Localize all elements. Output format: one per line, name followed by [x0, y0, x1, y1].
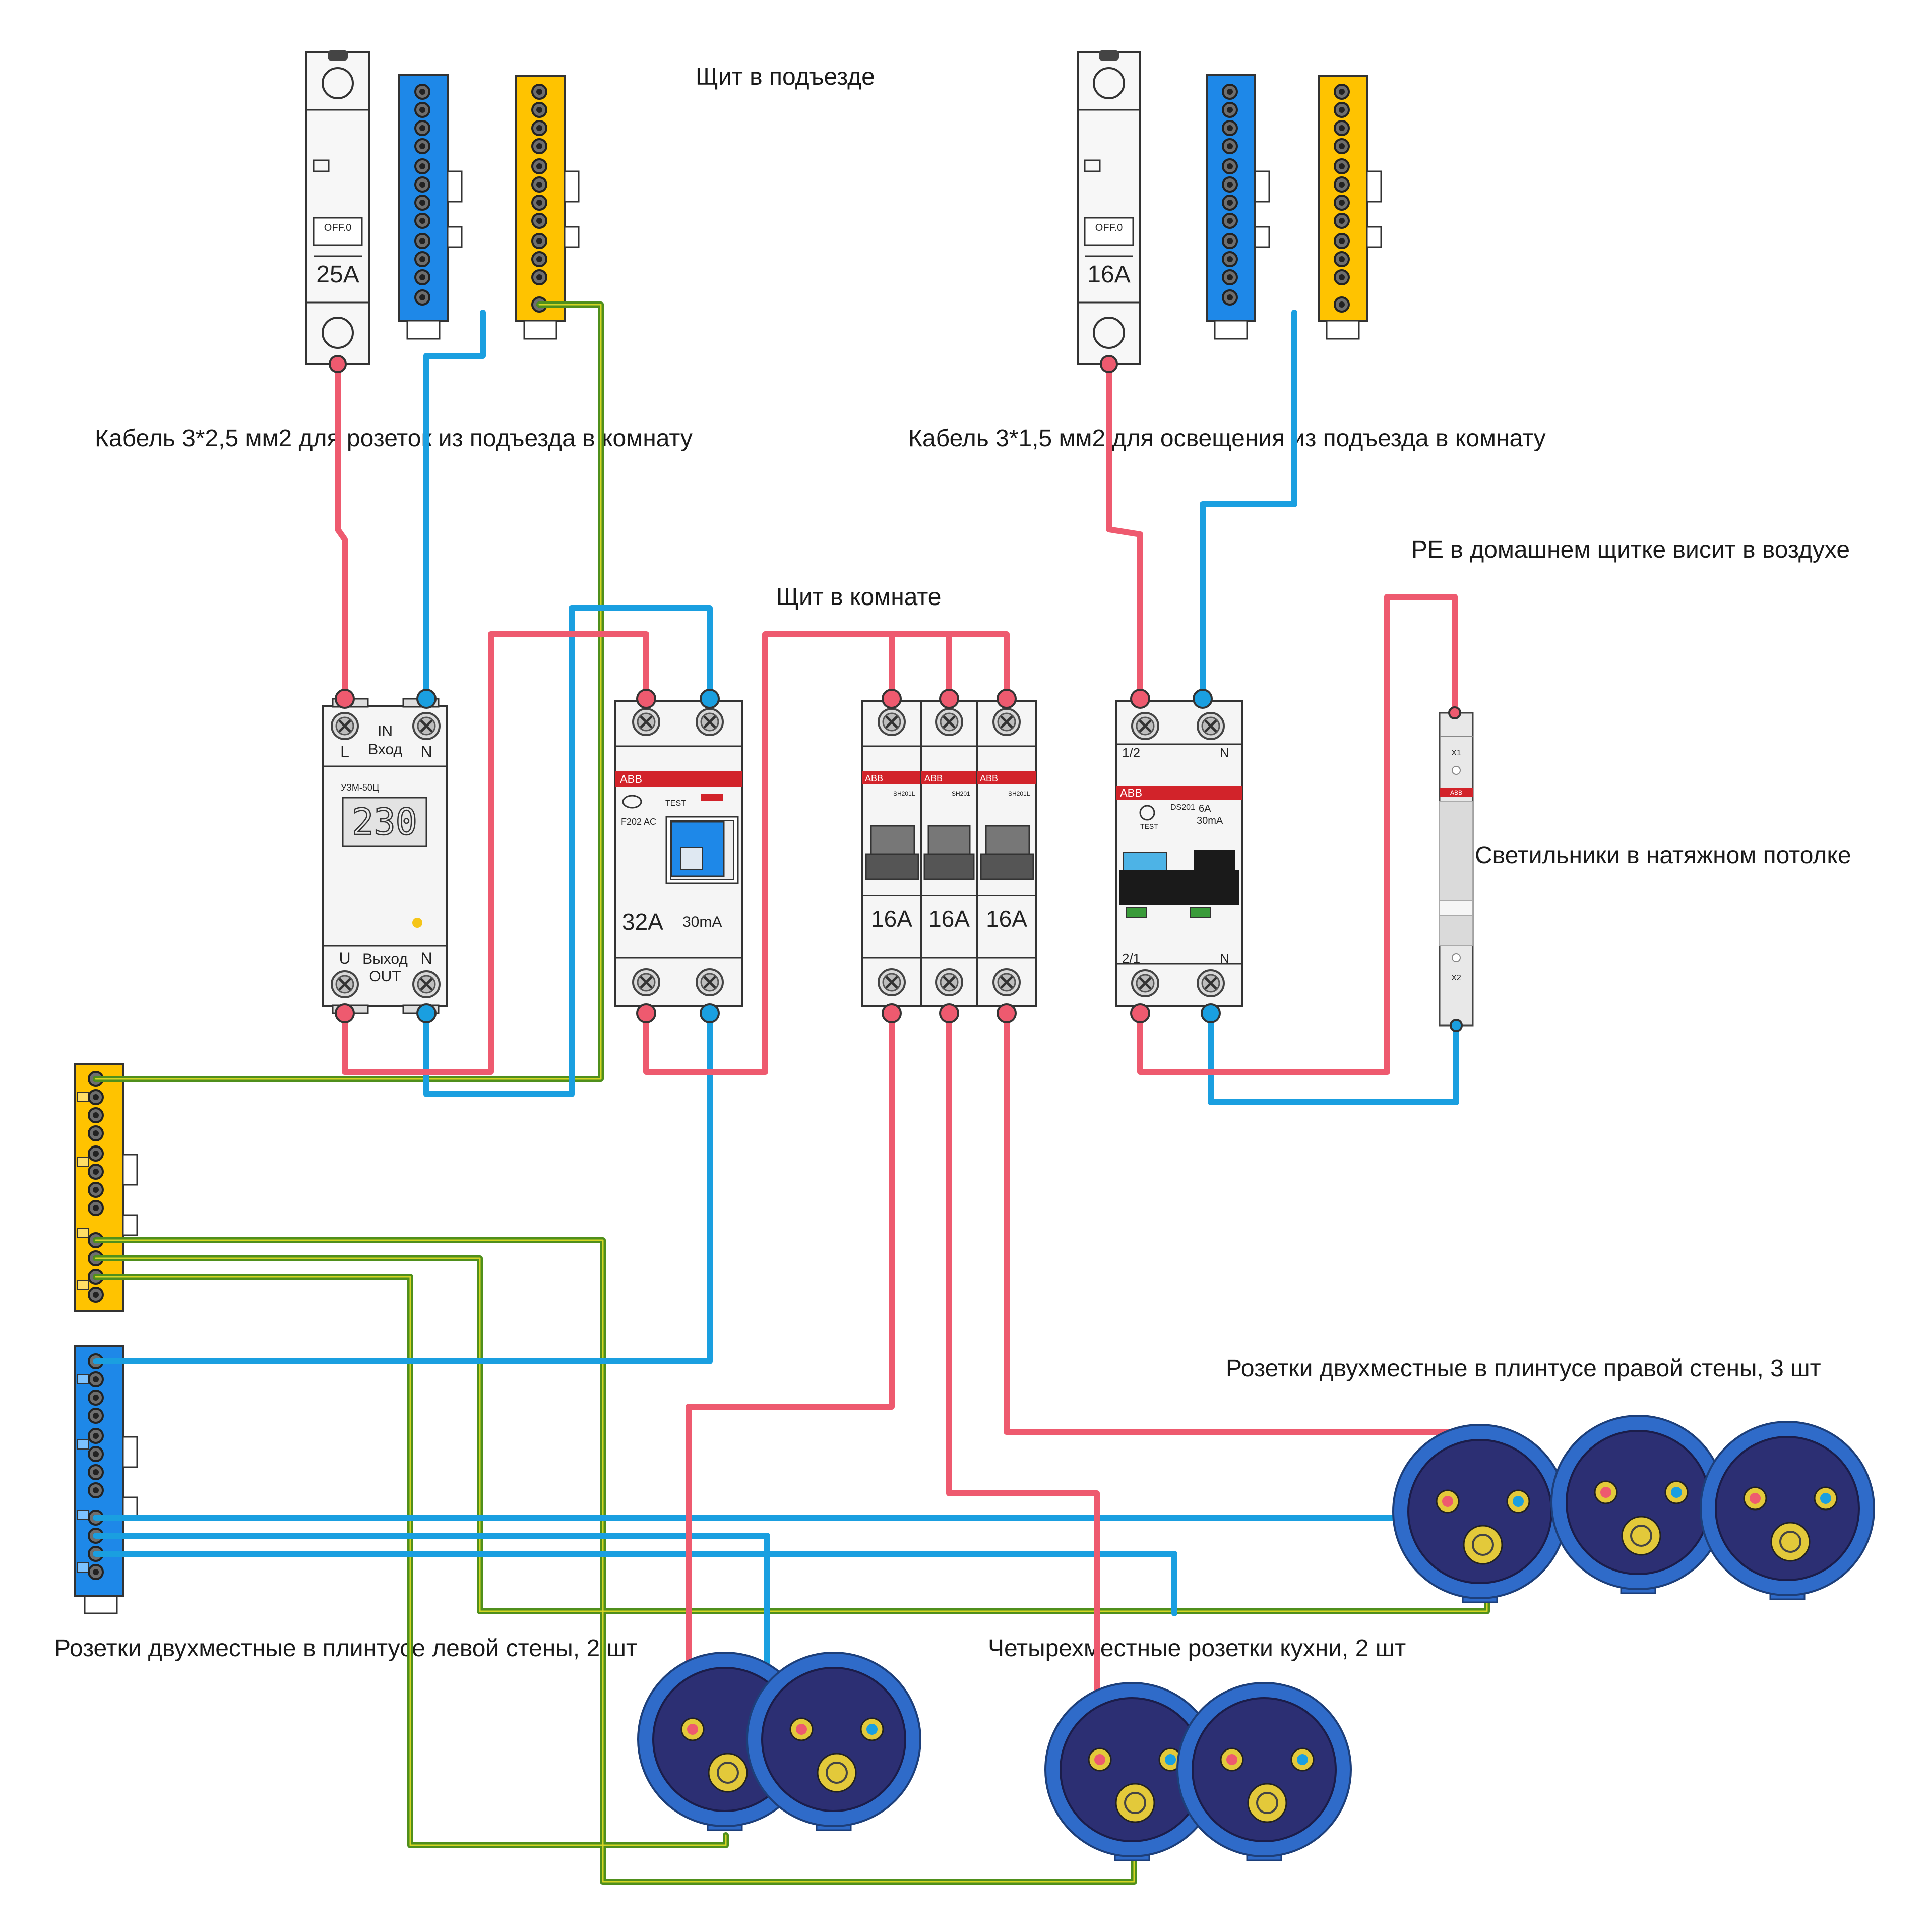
terminal-block: X1 ABB X2 [1439, 712, 1474, 1027]
breaker-25a: OFF.0 25A [305, 50, 370, 365]
mcb-3-model: SH201L [1008, 790, 1030, 797]
uzm-led-icon [412, 918, 422, 928]
rcbo-term-top-left: 1/2 [1122, 745, 1140, 760]
pe-wires [93, 301, 1490, 1885]
pe-bus-stairwell-1 [515, 75, 580, 340]
socket-kitchen-2 [1176, 1682, 1352, 1861]
mcb-3: ABB SH201L 16A [976, 700, 1037, 1007]
rcd-rating: 32A [622, 909, 663, 935]
label-cable-sockets: Кабель 3*2,5 мм2 для розеток из подъезда… [95, 425, 693, 452]
label-left-wall-sockets: Розетки двухместные в плинтусе левой сте… [54, 1635, 637, 1662]
rcd-brand: ABB [620, 773, 642, 786]
sockets-kitchen [1044, 1682, 1352, 1861]
breaker-25a-rating: 25A [316, 261, 359, 288]
socket-right-3 [1700, 1421, 1875, 1600]
socket-kitchen-1 [1044, 1682, 1220, 1861]
rcd-test-button-icon [622, 795, 642, 809]
mcb-2-brand: ABB [924, 773, 943, 783]
label-cable-lighting: Кабель 3*1,5 мм2 для освещения из подъез… [908, 425, 1546, 452]
rcbo-current: 6A [1199, 803, 1211, 814]
mcb-1-model: SH201L [893, 790, 915, 797]
rcbo-test-button-icon [1139, 805, 1155, 821]
voltage-relay-uzm: L N IN Вход УЗМ-50Ц 230 U N Выход OUT [322, 698, 448, 1014]
rcbo-term-bottom-right: N [1220, 951, 1229, 966]
uzm-model: УЗМ-50Ц [341, 782, 379, 793]
rcbo-term-bottom-left: 2/1 [1122, 951, 1140, 966]
pe-bus-stairwell-2 [1318, 75, 1382, 340]
sockets-right-wall [1392, 1415, 1875, 1603]
rcd-32a: ABB TEST F202 AC 32A 30mA [614, 700, 743, 1007]
breaker-16a-rating: 16A [1087, 261, 1130, 288]
mcb-2: ABB SH201 16A [920, 700, 978, 1007]
mcb-2-rating: 16A [928, 905, 970, 932]
neutral-wires [93, 310, 1459, 1702]
label-right-wall-sockets: Розетки двухместные в плинтусе правой ст… [1226, 1355, 1821, 1382]
uzm-out-label-ru: Выход [362, 951, 408, 968]
rcd-model: F202 AC [621, 817, 656, 827]
rcbo-model: DS201 [1170, 803, 1195, 812]
neutral-bus-stairwell-2 [1206, 74, 1270, 340]
uzm-term-l: L [340, 743, 349, 761]
label-pe-note: PE в домашнем щитке висит в воздухе [1411, 536, 1850, 563]
phase-wires [335, 361, 1475, 1697]
sockets-left-wall [637, 1652, 921, 1831]
uzm-term-n-bottom: N [420, 949, 432, 968]
breaker-25a-off-label: OFF.0 [324, 222, 351, 233]
label-room-panel: Щит в комнате [776, 584, 942, 611]
terminal-dots [329, 355, 1463, 1032]
mcb-1-rating: 16A [871, 905, 912, 932]
uzm-term-u: U [339, 949, 350, 968]
mcb-3-rating: 16A [986, 905, 1027, 932]
text-labels: Щит в подъезде Кабель 3*2,5 мм2 для розе… [54, 64, 1851, 1662]
neutral-bus-stairwell-1 [398, 74, 463, 340]
uzm-in-label: IN [378, 723, 393, 740]
rcd-sensitivity: 30mA [682, 914, 722, 930]
pe-bus-room [74, 1063, 138, 1312]
socket-right-2 [1550, 1415, 1726, 1594]
uzm-term-n-top: N [420, 743, 432, 761]
label-stairwell-panel: Щит в подъезде [696, 64, 875, 90]
rcbo-test-label: TEST [1140, 822, 1158, 830]
rcd-test-label: TEST [665, 799, 686, 808]
mcb-2-model: SH201 [952, 790, 970, 797]
breaker-16a-lighting: OFF.0 16A [1077, 50, 1141, 365]
socket-left-2 [746, 1652, 921, 1831]
mcb-1: ABB SH201L 16A [861, 700, 922, 1007]
mcb-1-brand: ABB [865, 773, 883, 783]
rcbo-term-top-right: N [1220, 745, 1229, 760]
uzm-out-label: OUT [369, 968, 401, 985]
socket-right-1 [1392, 1424, 1568, 1603]
breaker-16a-off-label: OFF.0 [1095, 222, 1123, 233]
label-ceiling-lights: Светильники в натяжном потолке [1475, 842, 1851, 869]
rcbo-brand: ABB [1120, 787, 1142, 799]
mcb-group: ABB SH201L 16A ABB SH201 16A [861, 700, 1037, 1007]
label-kitchen-sockets: Четырехместные розетки кухни, 2 шт [988, 1635, 1406, 1662]
mcb-3-brand: ABB [980, 773, 998, 783]
uzm-in-label-ru: Вход [368, 741, 402, 758]
rcbo-sensitivity: 30mA [1197, 815, 1223, 826]
terminal-x1-label: X1 [1451, 749, 1461, 757]
rcbo-ds201: 1/2 N ABB TEST DS201 6A 30mA 2/1 N [1115, 700, 1243, 1007]
neutral-bus-room [74, 1345, 138, 1614]
uzm-display: 230 [352, 801, 417, 843]
terminal-x2-label: X2 [1451, 974, 1461, 982]
terminal-brand: ABB [1450, 789, 1462, 796]
